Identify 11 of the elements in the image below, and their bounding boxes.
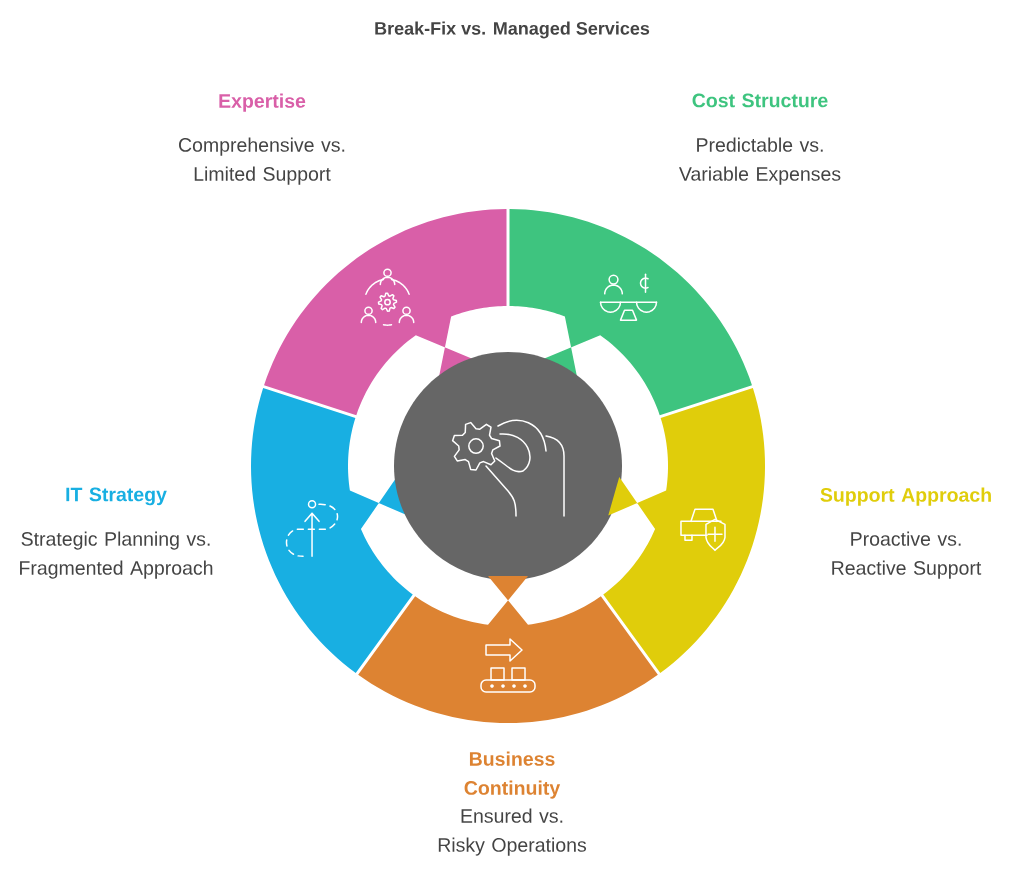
title: Break-Fix vs. Managed Services (375, 21, 650, 39)
segment-description: Proactive vs. Reactive Support (832, 531, 982, 579)
segment-heading: Business Continuity (464, 751, 561, 799)
segment-heading: Cost Structure (692, 93, 828, 108)
segment-description: Strategic Planning vs. Fragmented Approach (20, 531, 213, 579)
segment-heading: IT Strategy (66, 487, 167, 506)
segment-heading: Expertise (219, 93, 306, 112)
segment-description: Predictable vs. Variable Expenses (678, 137, 841, 185)
segment-description: Ensured vs. Risky Operations (438, 808, 587, 856)
segment-heading: Support Approach (820, 487, 991, 506)
segment-description: Comprehensive vs. Limited Support (179, 137, 345, 185)
